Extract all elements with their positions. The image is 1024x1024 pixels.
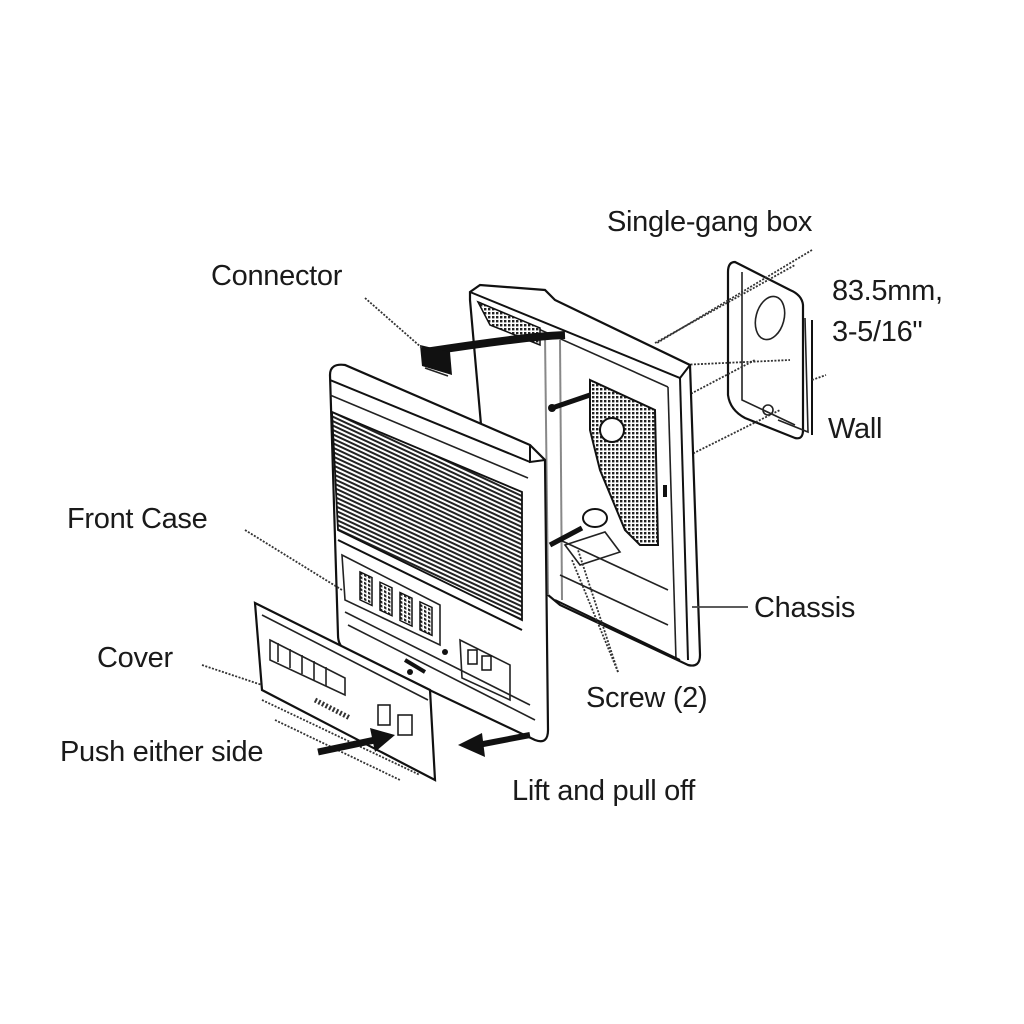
screw-lower: [548, 508, 622, 566]
front-case: [328, 363, 550, 743]
single-gang-box: [726, 260, 809, 440]
speaker-grille: [331, 410, 523, 622]
screw-upper: [548, 392, 591, 412]
leader-cover: [201, 664, 263, 686]
leader-single-gang-box: [656, 249, 813, 344]
label-connector: Connector: [211, 260, 343, 292]
lift-pull-arrow: [458, 732, 531, 757]
leader-front-case: [244, 529, 343, 591]
push-arrow: [317, 728, 395, 756]
label-dimension-inch: 3-5/16": [832, 316, 923, 348]
label-cover: Cover: [97, 642, 173, 674]
label-dimension-mm: 83.5mm,: [832, 275, 943, 307]
connector: [420, 331, 566, 377]
label-lift-and-pull-off: Lift and pull off: [512, 775, 696, 807]
label-chassis: Chassis: [754, 592, 856, 624]
leader-screw-2: [571, 559, 619, 673]
label-front-case: Front Case: [67, 503, 208, 535]
label-screw: Screw (2): [586, 682, 708, 714]
label-push-either-side: Push either side: [60, 736, 264, 768]
leader-screw-1: [577, 549, 619, 673]
label-single-gang-box: Single-gang box: [607, 206, 813, 238]
leader-connector: [364, 297, 423, 349]
label-wall: Wall: [828, 413, 883, 445]
